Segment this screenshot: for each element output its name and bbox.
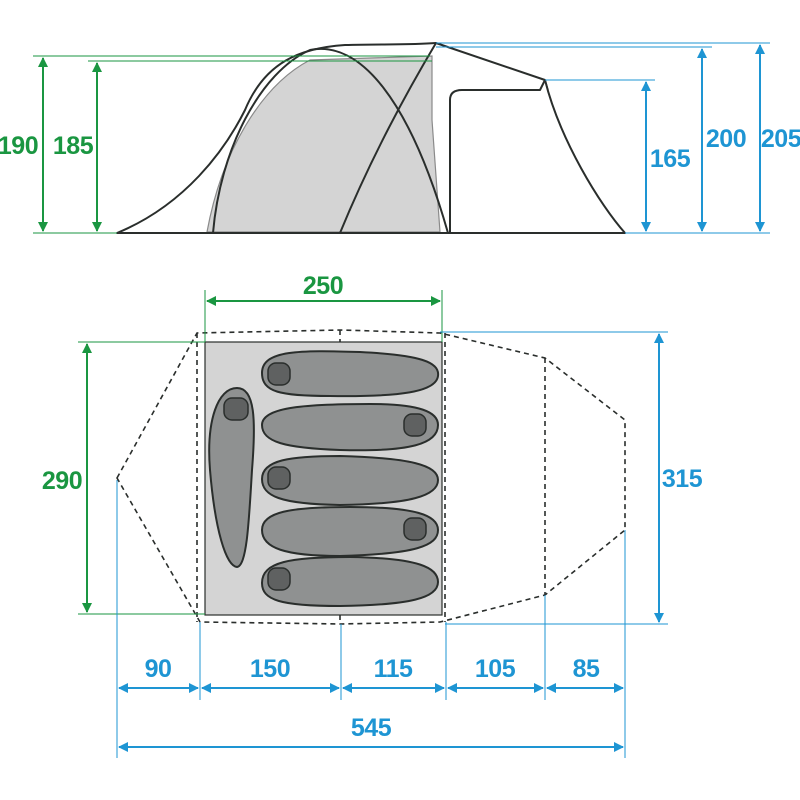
sleeping-bag-4 [260,505,440,558]
segment-115-label: 115 [374,655,413,683]
height-185-label: 185 [53,132,94,160]
height-200-label: 200 [706,125,746,153]
height-205-label: 205 [761,125,800,153]
segment-105-label: 105 [475,655,516,683]
vestibule-door [449,79,546,232]
sleeping-bag-3 [260,454,440,507]
height-165-label: 165 [650,145,691,173]
side-view: 190 185 165 200 205 [0,42,800,234]
inner-depth-label: 290 [42,467,82,495]
tent-outline-side [116,42,626,234]
sleeping-bag-1 [260,350,440,398]
segment-90-label: 90 [145,655,172,683]
segment-150-label: 150 [250,655,290,683]
sleeping-bag-5 [260,555,440,608]
segment-85-label: 85 [573,655,600,683]
total-length-label: 545 [351,714,392,742]
floor-plan: 250 290 315 90 150 115 105 85 545 [40,272,703,758]
door-seam [544,79,549,91]
sleeping-bag-2 [260,402,440,452]
outer-footprint [116,329,626,625]
outer-depth-label: 315 [662,465,703,493]
inner-tent-side [206,55,441,233]
height-190-label: 190 [0,132,38,160]
sleeping-bag-vertical [208,386,255,569]
inner-width-label: 250 [303,272,343,300]
pole-front [212,47,449,234]
pole-rear [339,42,437,234]
